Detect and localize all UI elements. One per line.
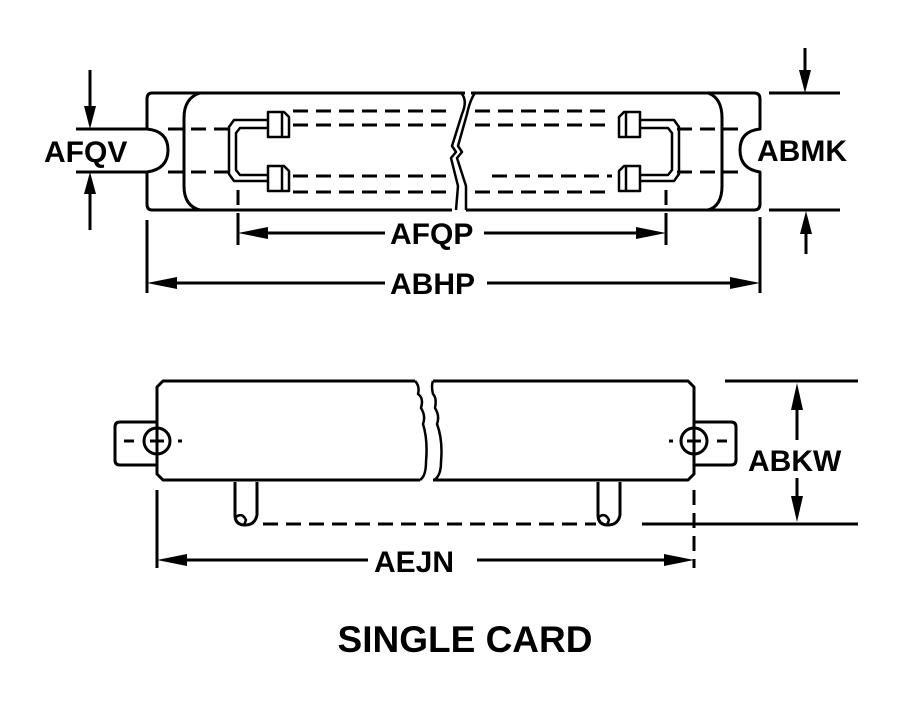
label-abhp: ABHP xyxy=(390,268,475,301)
card-outline-left xyxy=(145,91,465,212)
label-aejn: AEJN xyxy=(374,546,454,579)
side-card-body-right xyxy=(433,379,696,482)
left-latch xyxy=(227,110,291,245)
dimension-abmk: ABMK xyxy=(757,48,847,254)
dimension-abhp: ABHP xyxy=(145,217,762,301)
side-break-line-a xyxy=(414,380,428,482)
right-latch xyxy=(617,110,681,245)
dimension-afqp: AFQP xyxy=(236,218,668,251)
card-outline-right xyxy=(466,91,762,212)
side-card-body-left xyxy=(155,379,420,482)
pin-right xyxy=(596,482,622,527)
side-break-line-b xyxy=(430,380,443,482)
left-mounting-tab xyxy=(113,420,182,467)
dimension-abkw: ABKW xyxy=(642,379,858,526)
fastener-left xyxy=(142,426,172,456)
break-line-a xyxy=(449,92,466,211)
pin-left xyxy=(233,482,259,527)
top-view: AFQV ABMK AFQP xyxy=(44,48,847,301)
label-afqp: AFQP xyxy=(390,218,473,251)
diagram-title: SINGLE CARD xyxy=(338,619,593,660)
dimension-afqv: AFQV xyxy=(44,70,147,230)
inner-panel-left xyxy=(182,91,463,212)
label-abmk: ABMK xyxy=(757,135,847,168)
label-afqv: AFQV xyxy=(44,136,127,169)
side-view: ABKW AEJN xyxy=(113,379,858,579)
label-abkw: ABKW xyxy=(748,445,842,478)
inner-panel-right xyxy=(466,91,724,212)
break-line-b xyxy=(455,92,477,210)
dimension-aejn: AEJN xyxy=(155,490,696,579)
right-mounting-tab xyxy=(669,420,738,467)
fastener-right xyxy=(679,426,709,456)
